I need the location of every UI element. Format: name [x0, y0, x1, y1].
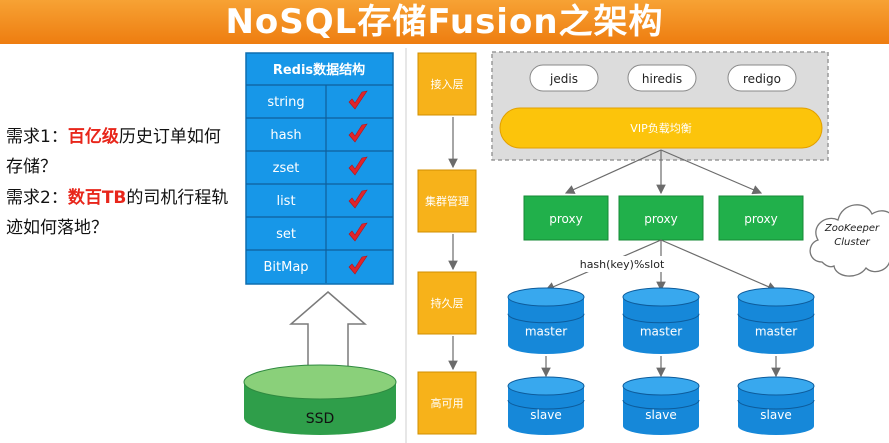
proxy-box-2: [718, 195, 804, 241]
client-label: jedis: [549, 72, 578, 86]
layer-box-0: [417, 52, 477, 116]
req2-rest: 的司机行程轨: [126, 188, 229, 208]
redis-header: Redis数据结构: [273, 62, 365, 78]
client-jedis: [529, 64, 599, 92]
proxy-label: proxy: [549, 212, 582, 226]
hash-slot-label: hash(key)%slot: [580, 258, 665, 271]
up-arrow-icon: [288, 291, 368, 373]
redis-type-bitmap: BitMap: [263, 260, 308, 275]
layer-box-3: [417, 371, 477, 435]
zookeeper-cloud: ZooKeeper Cluster: [809, 204, 889, 277]
req1-line2: 存储？: [6, 157, 57, 177]
req2-line2: 迹如何落地？: [6, 218, 108, 238]
req1-highlight: 百亿级: [67, 127, 119, 147]
page-title: NoSQL存储Fusion之架构: [225, 2, 664, 42]
redis-type-hash: hash: [270, 128, 301, 143]
layer-label: 接入层: [431, 78, 464, 91]
zookeeper-label-1: ZooKeeper: [824, 223, 880, 234]
slave-db-1-label: slave: [645, 408, 676, 422]
req2-highlight: 数百TB: [67, 188, 127, 208]
layer-label: 集群管理: [425, 194, 469, 208]
master-db-2-label: master: [755, 325, 797, 339]
requirement-1: 需求1：百亿级历史订单如何 存储？: [6, 122, 221, 182]
master-db-0: [508, 297, 584, 354]
redis-type-string: string: [267, 95, 304, 110]
slave-db-1: [623, 386, 699, 435]
redis-type-set: set: [276, 227, 296, 242]
vip-load-balancer: [499, 107, 823, 149]
req1-prefix: 需求1：: [6, 127, 68, 147]
client-label: hiredis: [642, 72, 682, 86]
client-redigo: [727, 64, 797, 92]
title-banner: [0, 0, 889, 44]
slave-db-2-label: slave: [760, 408, 791, 422]
proxy-label: proxy: [744, 212, 777, 226]
requirement-2: 需求2：数百TB的司机行程轨 迹如何落地？: [6, 183, 228, 243]
ssd-cylinder: SSD: [243, 364, 397, 435]
redis-type-zset: zset: [273, 161, 300, 176]
client-label: redigo: [743, 72, 781, 86]
client-libraries: jedis hiredis redigo: [529, 64, 797, 92]
zookeeper-label-2: Cluster: [834, 237, 870, 248]
slave-db-0: [508, 386, 584, 435]
client-hiredis: [627, 64, 697, 92]
req2-prefix: 需求2：: [6, 188, 68, 208]
proxy-row: proxy proxy proxy: [523, 195, 804, 241]
layer-box-2: [417, 271, 477, 335]
master-db-2: [738, 297, 814, 354]
master-db-1: [623, 297, 699, 354]
redis-type-list: list: [276, 194, 295, 209]
layer-label: 高可用: [431, 396, 464, 410]
layer-label: 持久层: [431, 296, 464, 310]
vip-label: VIP负载均衡: [630, 121, 691, 135]
proxy-box-0: [523, 195, 609, 241]
proxy-box-1: [618, 195, 704, 241]
req1-rest: 历史订单如何: [118, 127, 221, 147]
master-slave-groups: master slave master slave master slave: [507, 287, 815, 435]
proxy-label: proxy: [644, 212, 677, 226]
layer-box-1: [417, 169, 477, 233]
slave-db-2: [738, 386, 814, 435]
master-db-1-label: master: [640, 325, 682, 339]
master-db-0-label: master: [525, 325, 567, 339]
slave-db-0-label: slave: [530, 408, 561, 422]
ssd-label: SSD: [306, 411, 335, 427]
